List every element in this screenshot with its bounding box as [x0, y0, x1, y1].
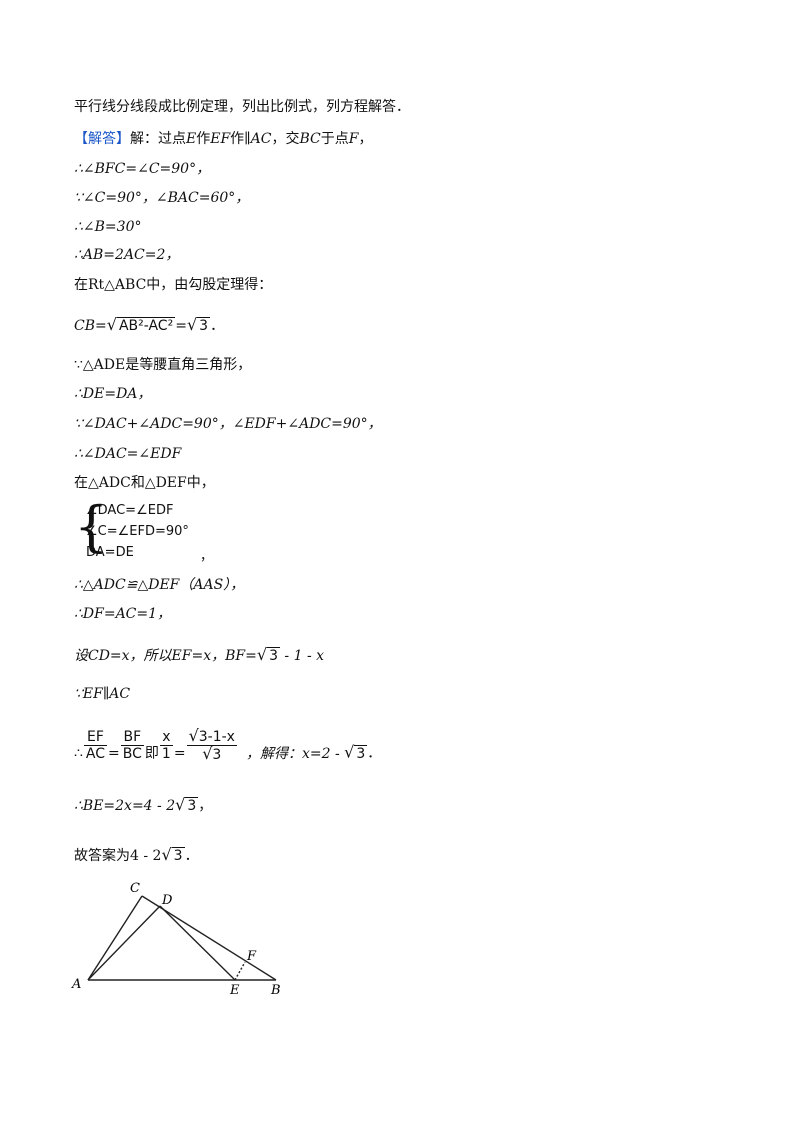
system-line-1: ∠DAC=∠EDF: [86, 503, 174, 518]
var-BC: BC: [299, 131, 321, 147]
system-line-2: ∠C=∠EFD=90°: [86, 524, 189, 539]
numerator: x: [159, 729, 173, 746]
label-b: B: [270, 983, 281, 998]
sqrt-sign: √: [161, 845, 172, 864]
radicand: 3: [185, 797, 199, 814]
solution-text: ，解得：x=2 -: [245, 745, 345, 762]
text: 作∥: [230, 131, 251, 147]
label-c: C: [130, 881, 140, 896]
sqrt-sign: √: [186, 315, 198, 334]
radicand: 3: [197, 317, 211, 334]
sqrt-sign: √: [106, 315, 117, 334]
therefore: ∴: [74, 745, 83, 762]
step-congruent: ∴△ADC≌△DEF（AAS），: [74, 577, 245, 593]
denominator: √3: [187, 744, 237, 764]
final-answer: 故答案为4 - 2√3．: [74, 846, 199, 865]
step-be: ∴BE=2x=4 - 2√3，: [74, 796, 212, 815]
step-bfc: ∴∠BFC=∠C=90°，: [74, 161, 211, 177]
period: ．: [367, 745, 382, 762]
text: 作: [196, 131, 211, 147]
fraction-sqrt: √3-1-x√3: [186, 726, 237, 764]
text: ，交: [271, 131, 300, 147]
sqrt-sign: √: [256, 645, 268, 664]
hint-line: 平行线分线段成比例定理，列出比例式，列方程解答．: [74, 99, 410, 115]
equals: =: [173, 745, 186, 762]
text: 于点: [320, 131, 349, 147]
radicand: 3: [171, 847, 185, 864]
equals: =: [175, 318, 187, 334]
segment-ac: [87, 895, 143, 981]
step-df: ∴DF=AC=1，: [74, 606, 172, 622]
step-parallel: ∵EF∥AC: [74, 686, 131, 702]
step-ab: ∴AB=2AC=2，: [74, 247, 180, 263]
var-EF: EF: [210, 131, 231, 147]
denominator: BC: [122, 746, 142, 762]
step-de-da: ∴DE=DA，: [74, 386, 152, 402]
denominator: AC: [85, 746, 106, 762]
system-line-3: DA=DE: [86, 545, 134, 560]
text: ，: [358, 131, 373, 147]
solution-intro-line: 【解答】解：过点E作EF作∥AC，交BC于点F，: [74, 130, 372, 148]
step-angle-sums: ∵∠DAC+∠ADC=90°，∠EDF+∠ADC=90°，: [74, 416, 382, 432]
segment-de: [159, 905, 236, 981]
var-E: E: [186, 131, 197, 147]
system-brace: {: [74, 495, 109, 558]
var-F: F: [348, 131, 359, 147]
text: 解：过点: [130, 131, 186, 147]
label-f: F: [246, 949, 257, 964]
numerator: EF: [83, 729, 108, 746]
text: - 1 - x: [279, 648, 325, 664]
label-e: E: [229, 983, 240, 998]
text: ，: [198, 798, 213, 814]
sqrt-sign: √: [175, 795, 186, 814]
label-a: A: [71, 977, 81, 992]
period: ．: [210, 318, 225, 334]
step-b30: ∴∠B=30°: [74, 219, 142, 235]
label-d: D: [161, 893, 173, 908]
segment-ef: [234, 961, 246, 981]
step-dac-edf: ∴∠DAC=∠EDF: [74, 446, 182, 462]
step-pythagoras-intro: 在Rt△ABC中，由勾股定理得：: [74, 277, 273, 293]
denominator: 1: [161, 746, 171, 762]
system-comma: ，: [200, 549, 214, 564]
radicand: 3: [212, 747, 222, 763]
solution-tag: 【解答】: [74, 131, 130, 147]
text: 设CD=x，所以EF=x，BF=: [74, 648, 257, 664]
text: 故答案为4 - 2: [74, 848, 162, 864]
equals: =: [108, 745, 120, 762]
text: ∴BE=2x=4 - 2: [74, 798, 176, 814]
step-let-cd: 设CD=x，所以EF=x，BF=√3 - 1 - x: [74, 646, 324, 665]
step-isosceles: ∵△ADE是等腰直角三角形，: [74, 357, 252, 373]
segment-ad: [87, 905, 161, 981]
segment-cb: [141, 895, 277, 981]
radicand: 3: [354, 744, 368, 762]
cb-label: CB=: [74, 318, 107, 334]
step-triangles-intro: 在△ADC和△DEF中，: [74, 475, 215, 491]
sqrt-sign: √: [188, 726, 199, 745]
text: ．: [184, 848, 199, 864]
numerator: BF: [120, 729, 144, 746]
var-AC: AC: [250, 131, 272, 147]
sqrt-sign: √: [202, 744, 213, 763]
step-angles: ∵∠C=90°，∠BAC=60°，: [74, 190, 250, 206]
text: 即: [144, 745, 159, 762]
radicand: AB²-AC²: [116, 317, 176, 334]
radicand: 3-1-x: [198, 729, 235, 745]
sqrt-sign: √: [344, 742, 355, 762]
radicand: 3: [267, 647, 280, 664]
step-cb-formula: CB=√AB²-AC²=√3．: [74, 316, 224, 335]
numerator: √3-1-x: [186, 726, 237, 746]
